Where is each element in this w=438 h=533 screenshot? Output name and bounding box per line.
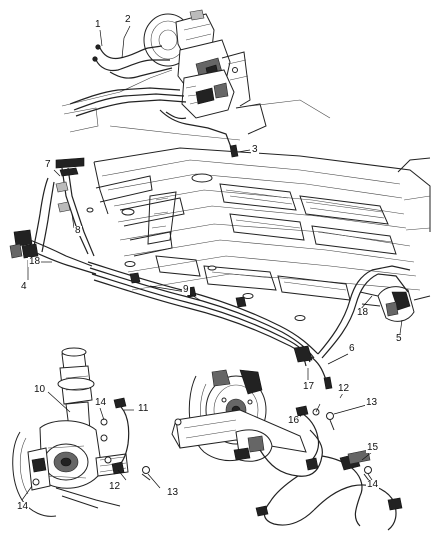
callout-14-strut: 14 (94, 397, 108, 408)
callout-13-front: 13 (166, 487, 180, 498)
callout-14-rear: 14 (366, 479, 380, 490)
rear-brake-assembly (171, 369, 403, 531)
callout-12-front: 12 (108, 481, 122, 492)
front-brake-lines (9, 157, 97, 275)
callout-6: 6 (348, 343, 356, 354)
rear-brake-bracket (359, 286, 431, 322)
callout-13-rear: 13 (365, 397, 379, 408)
front-strut-knuckle-assembly (12, 347, 151, 517)
callout-1: 1 (94, 19, 102, 30)
master-cylinder-brake-tubes (69, 44, 239, 158)
callout-2: 2 (124, 14, 132, 25)
callout-8: 8 (74, 225, 82, 236)
callout-18-front: 18 (28, 256, 42, 267)
callout-3: 3 (251, 144, 259, 155)
callout-10: 10 (33, 384, 47, 395)
callout-18-rear: 18 (356, 307, 370, 318)
callout-leader-lines (21, 25, 403, 501)
callout-12-rear: 12 (337, 383, 351, 394)
master-cylinder-assembly (143, 9, 267, 135)
callout-4: 4 (20, 281, 28, 292)
callout-17: 17 (302, 381, 316, 392)
callout-16: 16 (287, 415, 301, 426)
firewall-outline (61, 69, 331, 141)
callout-14-caliper: 14 (16, 501, 30, 512)
callout-5: 5 (395, 333, 403, 344)
callout-15: 15 (366, 442, 380, 453)
floor-pan-underbody (86, 147, 431, 321)
callout-7: 7 (44, 159, 52, 170)
main-brake-line-bundle (87, 261, 411, 390)
callout-9: 9 (182, 284, 190, 295)
callout-11: 11 (137, 403, 150, 414)
